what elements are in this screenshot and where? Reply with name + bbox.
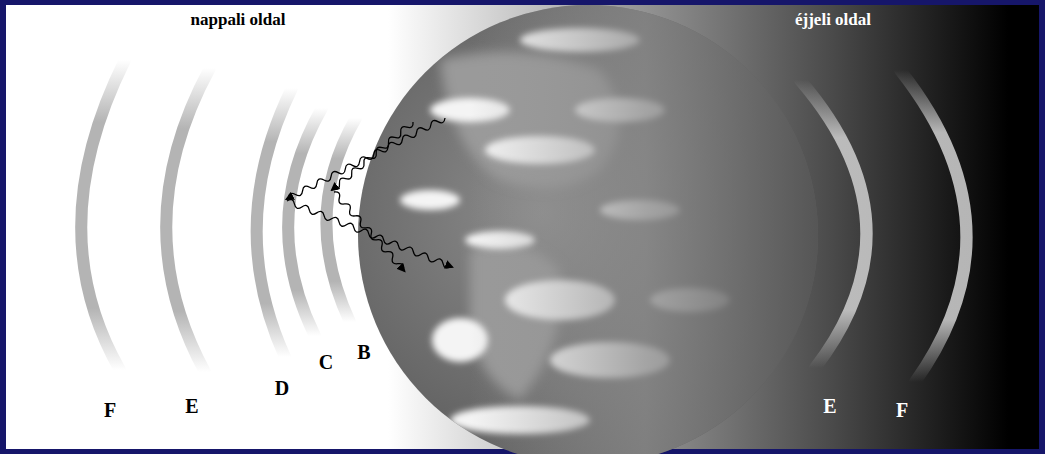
layer-letter-holder: D	[275, 377, 289, 400]
side-title: éjjeli oldal	[795, 10, 871, 29]
layer-letter: E	[185, 395, 198, 417]
side-title: nappali oldal	[191, 10, 286, 29]
layer-letter-holder: E	[185, 395, 198, 418]
layer-letter: F	[104, 399, 116, 421]
layer-letter: E	[823, 395, 836, 417]
layer-letter-holder: F	[896, 399, 908, 422]
layer-letter: F	[896, 399, 908, 421]
side-title-holder: nappali oldal	[191, 10, 286, 30]
layer-letter-holder: F	[104, 399, 116, 422]
radio-waves	[285, 115, 453, 273]
layer-letter-holder: E	[823, 395, 836, 418]
layer-letter: B	[357, 341, 370, 363]
ionosphere-layers	[81, 60, 966, 382]
side-title-holder: éjjeli oldal	[795, 10, 871, 30]
layer-letter-holder: C	[319, 351, 333, 374]
layer-letter: D	[275, 377, 289, 399]
layer-letter: C	[319, 351, 333, 373]
layer-letter-holder: B	[357, 341, 370, 364]
earth	[350, 0, 830, 454]
